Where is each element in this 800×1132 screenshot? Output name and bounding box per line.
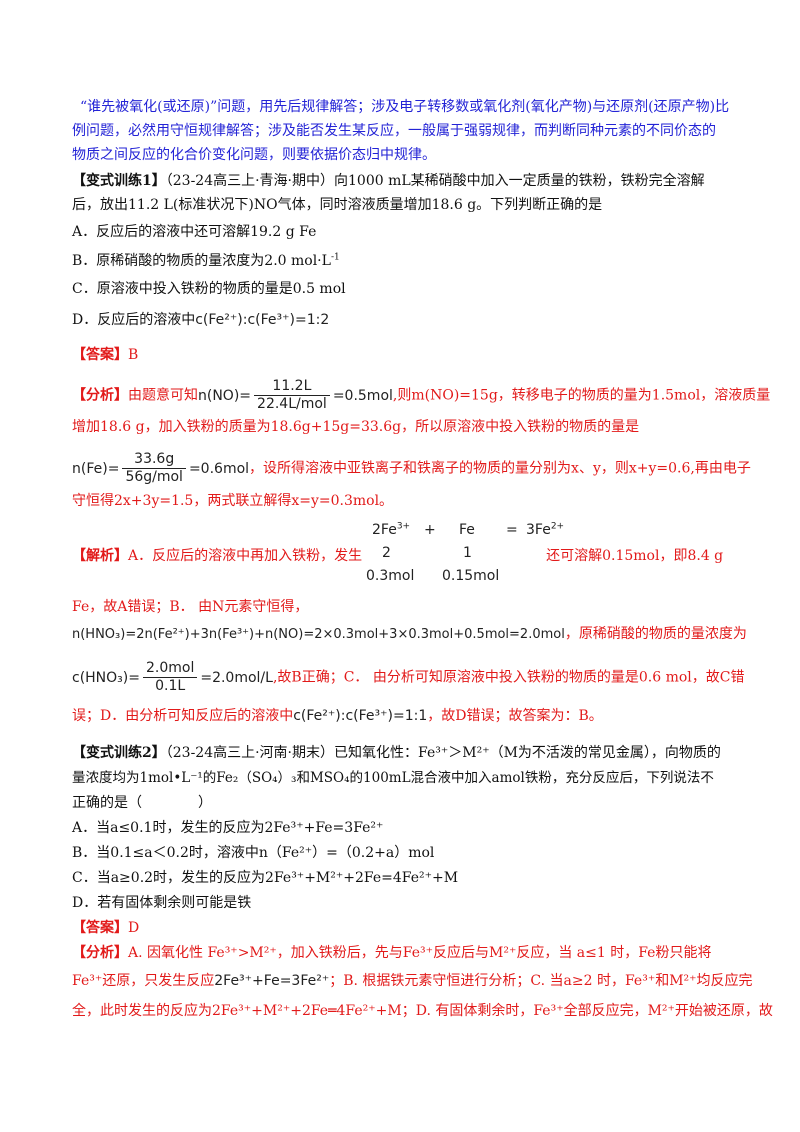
exercise-2-answer: 【答案】D [72, 917, 732, 939]
formula-rhs: =0.5mol [332, 387, 393, 404]
explain-text-5: 误；D．由分析可知反应后的溶液中 [72, 708, 294, 724]
exercise-2-analysis-line-1: 【分析】A. 因氧化性 Fe³⁺>M²⁺，加入铁粉后，先与Fe³⁺反应后与M²⁺… [72, 942, 732, 964]
fraction-num: 2.0mol [142, 660, 198, 678]
exercise-2-stem: 【变式训练2】（23-24高三上·河南·期末）已知氧化性：Fe³⁺＞M²⁺（M为… [72, 742, 732, 764]
rxn-mol-2: 0.15mol [442, 568, 500, 584]
rxn-coef-1: 2 [382, 545, 391, 561]
formula-reaction: 2Fe³⁺+Fe=3Fe²⁺ [214, 973, 330, 989]
rxn-mol-1: 0.3mol [366, 568, 415, 584]
exercise-2-option-b: B．当0.1≤a＜0.2时，溶液中n（Fe²⁺）=（0.2+a）mol [72, 845, 435, 861]
fraction-den: 0.1L [155, 678, 186, 694]
exercise-1-explain-line-5: 误；D．由分析可知反应后的溶液中c(Fe²⁺):c(Fe³⁺)=1:1，故D错误… [72, 705, 732, 727]
analysis-text-1b: ,则m(NO)=15g，转移电子的物质的量为1.5mol，溶液质量 [392, 387, 771, 404]
analysis-text-1: A. 因氧化性 Fe³⁺>M²⁺，加入铁粉后，先与Fe³⁺反应后与M²⁺反应，当… [128, 945, 712, 961]
option-d-text: D．反应后的溶液中 [72, 312, 196, 328]
explain-text-1b: 还可溶解0.15mol，即8.4 g [546, 548, 724, 564]
answer-value: B [128, 347, 139, 363]
explain-text-4: ,故B正确；C． 由分析可知原溶液中投入铁粉的物质的量是0.6 mol，故C错 [272, 669, 745, 686]
fraction-den: 56g/mol [125, 469, 183, 485]
rxn-reactant-2: Fe [459, 522, 475, 538]
exercise-1-answer: 【答案】B [72, 344, 732, 366]
rxn-product: 3Fe2+ [526, 522, 564, 538]
exercise-2-stem-line-3: 正确的是（ ） [72, 795, 212, 811]
exercise-2-option-d: D．若有固体剩余则可能是铁 [72, 895, 252, 911]
option-b-text: B．原稀硝酸的物质的量浓度为2.0 mol·L [72, 253, 331, 269]
formula-ratio: c(Fe²⁺):c(Fe³⁺)=1:1 [293, 708, 428, 724]
rxn-text: 2Fe [372, 522, 397, 538]
formula-lhs: n(NO)= [198, 387, 252, 404]
exercise-1-option-d: D．反应后的溶液中c(Fe²⁺):c(Fe³⁺)=1:2 [72, 309, 732, 331]
exercise-2-analysis-line-3: 全，此时发生的反应为2Fe³⁺+M²⁺+2Fe═4Fe²⁺+M；D. 有固体剩余… [72, 1003, 773, 1019]
intro-line-3: 物质之间反应的化合价变化问题，则要依据价态归中规律。 [72, 147, 436, 163]
rxn-sup: 3+ [396, 521, 411, 532]
explain-text-3: ，原稀硝酸的物质的量浓度为 [564, 626, 747, 642]
exercise-1-stem-line-2: 后，放出11.2 L(标准状况下)NO气体，同时溶液质量增加18.6 g。下列判… [72, 197, 603, 213]
intro-line-2: 例问题，必然用守恒规律解答；涉及能否发生某反应，一般属于强弱规律，而判断同种元素… [72, 123, 716, 139]
exercise-1-stem-line-1: （23-24高三上·青海·期中）向1000 mL某稀硝酸中加入一定质量的铁粉，铁… [165, 173, 705, 189]
formula-lhs: c(HNO₃)= [72, 669, 140, 686]
formula-lhs: n(Fe)= [72, 460, 120, 477]
fraction-num: 33.6g [122, 451, 186, 469]
analysis-tag: 【分析】 [72, 387, 128, 404]
formula-n-hno3: n(HNO₃)=2n(Fe²⁺)+3n(Fe³⁺)+n(NO)=2×0.3mol… [72, 627, 565, 642]
exercise-2-analysis-line-2: Fe³⁺还原，只发生反应2Fe³⁺+Fe=3Fe²⁺；B. 根据铁元素守恒进行分… [72, 970, 753, 992]
explain-tag: 【解析】 [72, 548, 128, 564]
exercise-1-tag: 【变式训练1】 [72, 173, 166, 189]
rxn-reactant-1: 2Fe3+ [372, 522, 410, 538]
exercise-1-option-c: C．原溶液中投入铁粉的物质的量是0.5 mol [72, 281, 346, 297]
analysis-tag: 【分析】 [72, 945, 128, 961]
exercise-1-explain-line-2: Fe，故A错误；B． 由N元素守恒得， [72, 599, 309, 615]
analysis-text-2: Fe³⁺还原，只发生反应 [72, 973, 215, 989]
exercise-1-analysis-line-4: 守恒得2x+3y=1.5，两式联立解得x=y=0.3mol。 [72, 493, 394, 509]
rxn-text: 3Fe [526, 522, 551, 538]
exercise-1-explain-line-3: n(HNO₃)=2n(Fe²⁺)+3n(Fe³⁺)+n(NO)=2×0.3mol… [72, 623, 747, 646]
formula-rhs: =0.6mol [188, 460, 250, 477]
option-b-sup: -1 [330, 252, 340, 263]
fraction-den: 22.4L/mol [257, 396, 327, 412]
answer-tag: 【答案】 [72, 920, 128, 936]
analysis-text-3: ，设所得溶液中亚铁离子和铁离子的物质的量分别为x、y，则x+y=0.6,再由电子 [249, 460, 751, 477]
option-d-formula: c(Fe²⁺):c(Fe³⁺)=1:2 [195, 312, 330, 328]
exercise-1-explain-line-1: 【解析】A．反应后的溶液中再加入铁粉，发生 还可溶解0.15mol，即8.4 g [72, 545, 732, 567]
exercise-2-stem-line-2: 量浓度均为1mol•L⁻¹的Fe₂（SO₄）₃和MSO₄的100mL混合液中加入… [72, 770, 714, 786]
analysis-text-2b: ；B. 根据铁元素守恒进行分析；C. 当a≥2 时，Fe³⁺和M²⁺均反应完 [329, 973, 753, 989]
explain-text-1: A．反应后的溶液中再加入铁粉，发生 [128, 548, 363, 564]
exercise-1-stem: 【变式训练1】（23-24高三上·青海·期中）向1000 mL某稀硝酸中加入一定… [72, 170, 732, 192]
formula-rhs: =2.0mol/L [200, 669, 273, 686]
exercise-2-tag: 【变式训练2】 [72, 745, 166, 761]
rxn-equals: = [506, 522, 518, 538]
exercise-2-option-c: C．当a≥0.2时，发生的反应为2Fe³⁺+M²⁺+2Fe=4Fe²⁺+M [72, 870, 459, 886]
exercise-1-option-a: A．反应后的溶液中还可溶解19.2 g Fe [72, 224, 317, 240]
rxn-plus: + [424, 522, 436, 538]
answer-value: D [128, 920, 140, 936]
explain-text-5b: ，故D错误；故答案为：B。 [427, 708, 603, 724]
analysis-text-1: 由题意可知 [128, 387, 198, 404]
exercise-2-option-a: A．当a≤0.1时，发生的反应为2Fe³⁺+Fe=3Fe²⁺ [72, 820, 384, 836]
answer-tag: 【答案】 [72, 347, 128, 363]
exercise-2-stem-line-1: （23-24高三上·河南·期末）已知氧化性：Fe³⁺＞M²⁺（M为不活泼的常见金… [165, 745, 721, 761]
fraction-num: 11.2L [254, 378, 330, 396]
exercise-1-analysis-line-2: 增加18.6 g，加入铁粉的质量为18.6g+15g=33.6g，所以原溶液中投… [72, 419, 640, 435]
exercise-1-option-b: B．原稀硝酸的物质的量浓度为2.0 mol·L-1 [72, 250, 732, 272]
rxn-coef-2: 1 [463, 545, 472, 561]
intro-line-1: “谁先被氧化(或还原)”问题，用先后规律解答；涉及电子转移数或氧化剂(氧化产物)… [80, 99, 730, 115]
rxn-sup: 2+ [550, 521, 565, 532]
